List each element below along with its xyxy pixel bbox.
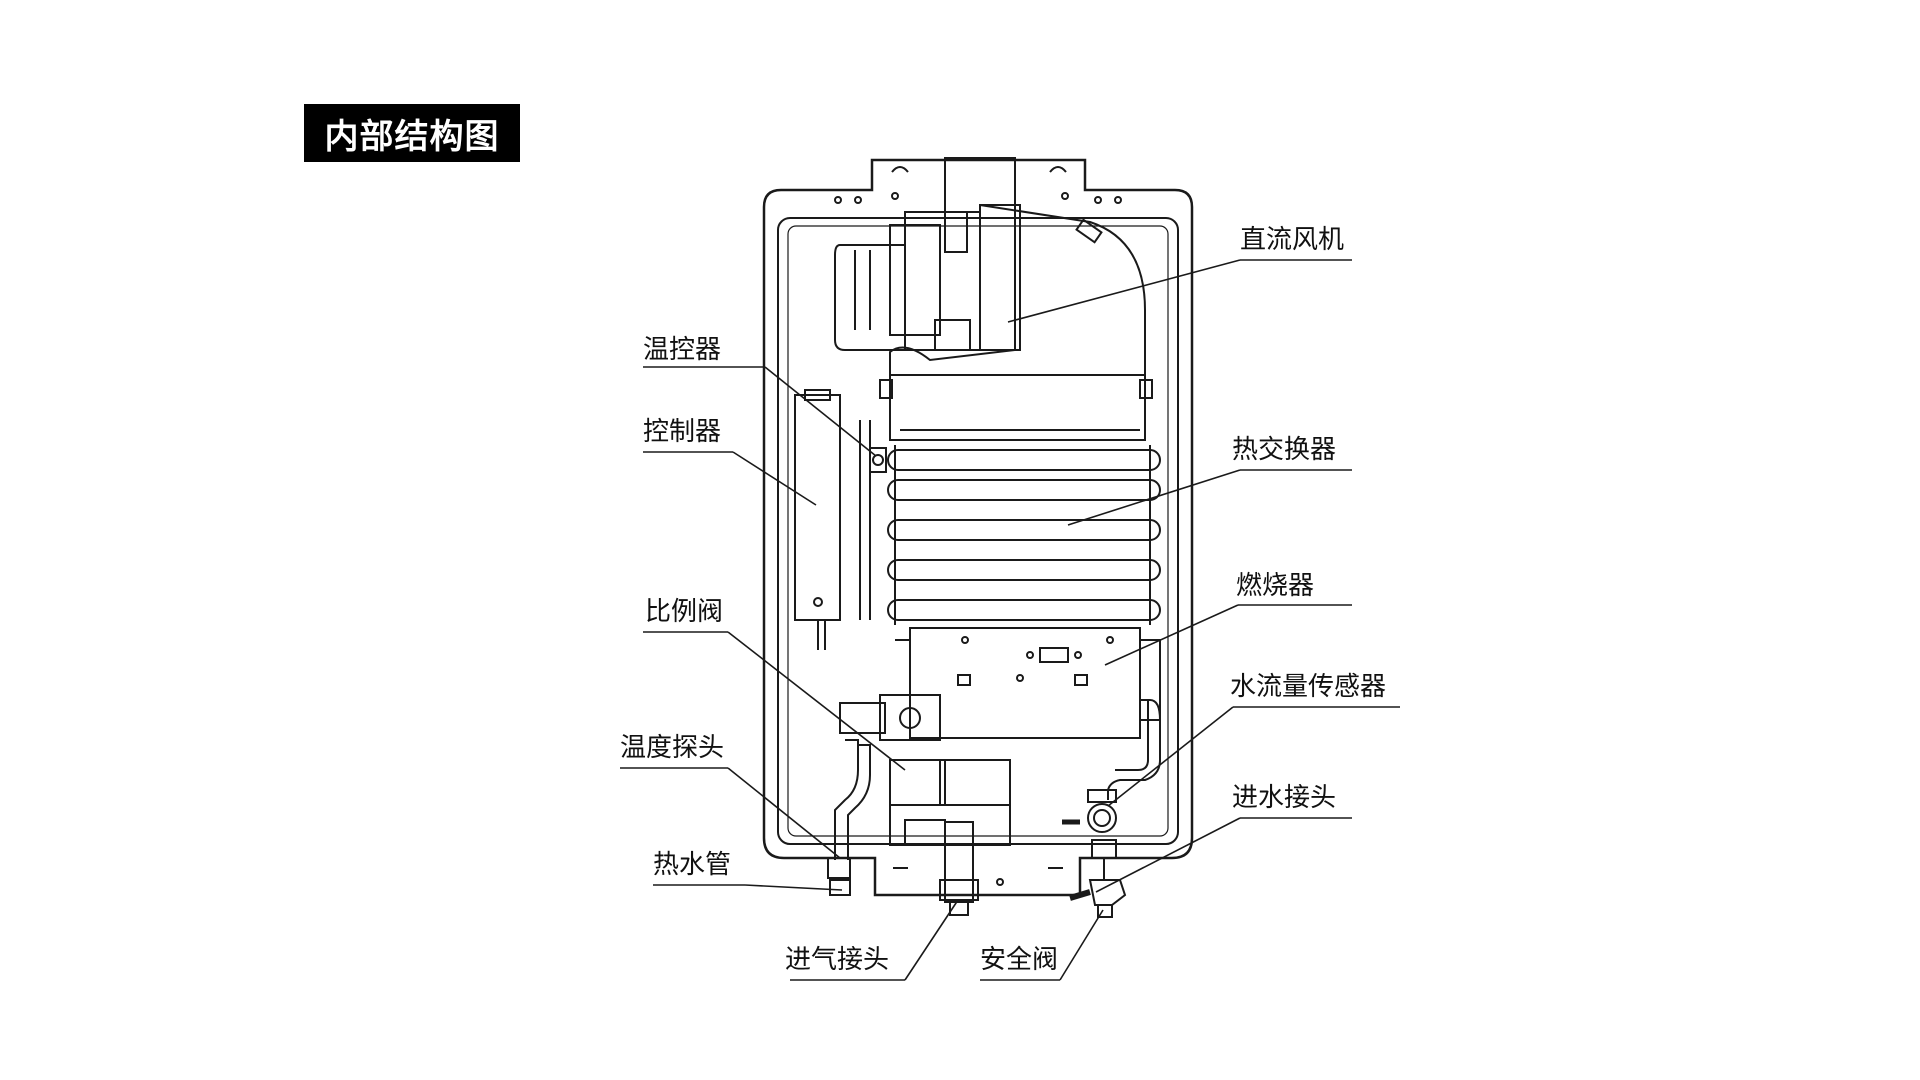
hot-water-pipe bbox=[827, 739, 871, 896]
proportional-valve bbox=[839, 694, 1011, 846]
burner bbox=[895, 627, 1161, 739]
label-fan: 直流风机 bbox=[1240, 225, 1344, 255]
label-proportional-valve: 比例阀 bbox=[645, 597, 723, 627]
label-water-flow-sensor: 水流量传感器 bbox=[1230, 672, 1386, 702]
label-water-inlet: 进水接头 bbox=[1232, 783, 1336, 813]
label-controller: 控制器 bbox=[643, 417, 721, 447]
label-temp-probe: 温度探头 bbox=[620, 733, 724, 763]
label-gas-inlet: 进气接头 bbox=[785, 945, 889, 975]
label-burner: 燃烧器 bbox=[1236, 571, 1314, 601]
label-thermostat: 温控器 bbox=[643, 335, 721, 365]
heat-exchanger bbox=[879, 374, 1161, 625]
thermostat bbox=[869, 447, 887, 473]
diagram-title: 内部结构图 bbox=[304, 104, 520, 162]
label-heat-exchanger: 热交换器 bbox=[1232, 435, 1336, 465]
label-hot-water-pipe: 热水管 bbox=[653, 850, 731, 880]
leader-lines bbox=[620, 259, 1400, 981]
water-flow-sensor bbox=[1062, 699, 1161, 833]
label-safety-valve: 安全阀 bbox=[980, 945, 1058, 975]
controller bbox=[794, 389, 871, 650]
water-inlet bbox=[1069, 839, 1127, 918]
heater-housing bbox=[762, 158, 1194, 897]
gas-inlet bbox=[939, 821, 979, 916]
